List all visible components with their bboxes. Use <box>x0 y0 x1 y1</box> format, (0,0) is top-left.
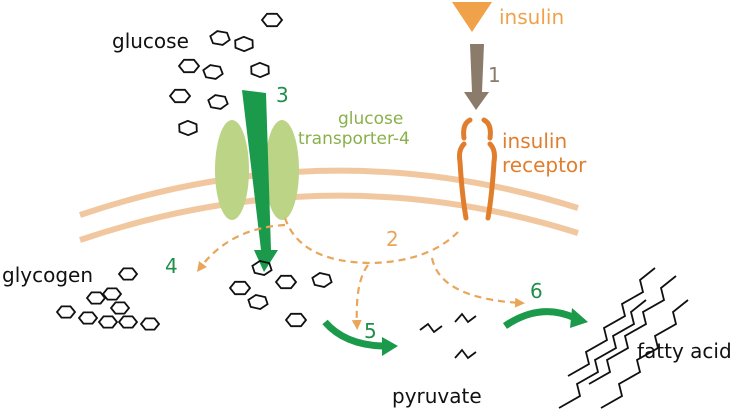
receptor-right-hook <box>481 117 493 141</box>
pyruvate-molecule <box>454 312 477 324</box>
hexagon-icon <box>55 305 77 319</box>
receptor-label-line2: receptor <box>502 153 587 177</box>
pyruvate-molecule <box>454 348 477 360</box>
fatty-acid-chain <box>588 275 677 385</box>
hexagon-icon <box>77 311 99 325</box>
fatty-acid-chain <box>567 267 656 377</box>
signal-to-transporter-path <box>283 217 459 265</box>
fatty-acid-chain <box>558 299 647 409</box>
fatty-acid-chain <box>600 299 689 409</box>
transporter-left-lobe <box>215 120 249 220</box>
transporter-label-line1: glucose <box>338 109 403 129</box>
hexagon-icon <box>207 94 229 110</box>
fatty-acid-label: fatty acid <box>637 339 732 363</box>
hexagon-icon <box>101 287 123 301</box>
hexagon-icon <box>177 58 201 74</box>
signal-to-glycogen-arrow <box>196 223 286 272</box>
hexagon-icon <box>139 317 161 331</box>
pyruvate-molecule <box>419 322 443 334</box>
hexagon-icon <box>178 119 198 137</box>
branched-hexagon-chain-icon <box>55 267 161 331</box>
hexagon-icon <box>247 294 269 310</box>
signal-to-pyruvate-arrow <box>351 264 369 330</box>
signal-cascade <box>196 217 525 330</box>
step-2-label: 2 <box>386 227 399 251</box>
hexagon-icon <box>117 267 139 281</box>
hexagon-icon <box>311 272 333 288</box>
extracellular-glucose <box>168 12 284 137</box>
wavy-chain-icon <box>558 267 689 409</box>
hexagon-icon <box>251 260 273 276</box>
receptor-right-chain <box>485 141 497 221</box>
step-3-label: 3 <box>276 83 289 107</box>
hexagon-icon <box>202 64 224 80</box>
transporter-right-lobe <box>265 120 299 220</box>
insulin-label: insulin <box>499 5 564 29</box>
lipogenesis-arrow-head <box>570 308 588 328</box>
triangle-icon <box>452 2 492 32</box>
glycolysis-arrow-shaft <box>322 319 384 350</box>
membrane-outer-line <box>79 167 579 218</box>
receptor-left-chain <box>457 141 469 221</box>
receptor-left-hook <box>461 117 473 141</box>
glycolysis-arrow-head <box>382 337 398 356</box>
glycogen-label: glycogen <box>2 263 93 287</box>
hexagon-icon <box>117 315 139 329</box>
hexagon-icon <box>168 88 192 104</box>
membrane-inner-line <box>79 192 579 243</box>
lipogenesis-arrow-shaft <box>503 308 577 329</box>
step-1-label: 1 <box>488 63 501 87</box>
step-4-label: 4 <box>165 254 178 278</box>
zigzag-icon <box>419 312 477 360</box>
hexagon-icon <box>97 315 119 329</box>
hexagon-icon <box>284 312 308 328</box>
transporter-label-line2: transporter-4 <box>298 129 410 149</box>
pyruvate-label: pyruvate <box>392 384 482 408</box>
signal-to-fatty-acid-arrow <box>430 257 525 308</box>
receptor-label-line1: insulin <box>502 129 567 153</box>
insulin-binding-arrow <box>464 44 489 110</box>
intracellular-glucose <box>228 260 333 328</box>
glucose-transporter-4 <box>215 120 299 220</box>
step-6-label: 6 <box>530 279 543 303</box>
insulin-receptor <box>457 117 497 221</box>
hexagon-icon <box>260 12 284 28</box>
hexagon-icon <box>209 30 231 46</box>
hexagon-icon <box>234 35 254 53</box>
cell-membrane <box>79 167 579 243</box>
hexagon-icon <box>228 280 252 296</box>
hexagon-icon <box>85 291 107 305</box>
glucose-label: glucose <box>112 29 189 53</box>
step-5-label: 5 <box>364 319 377 343</box>
hexagon-icon <box>274 274 298 290</box>
hexagon-icon <box>250 61 270 79</box>
hexagon-icon <box>109 301 131 315</box>
